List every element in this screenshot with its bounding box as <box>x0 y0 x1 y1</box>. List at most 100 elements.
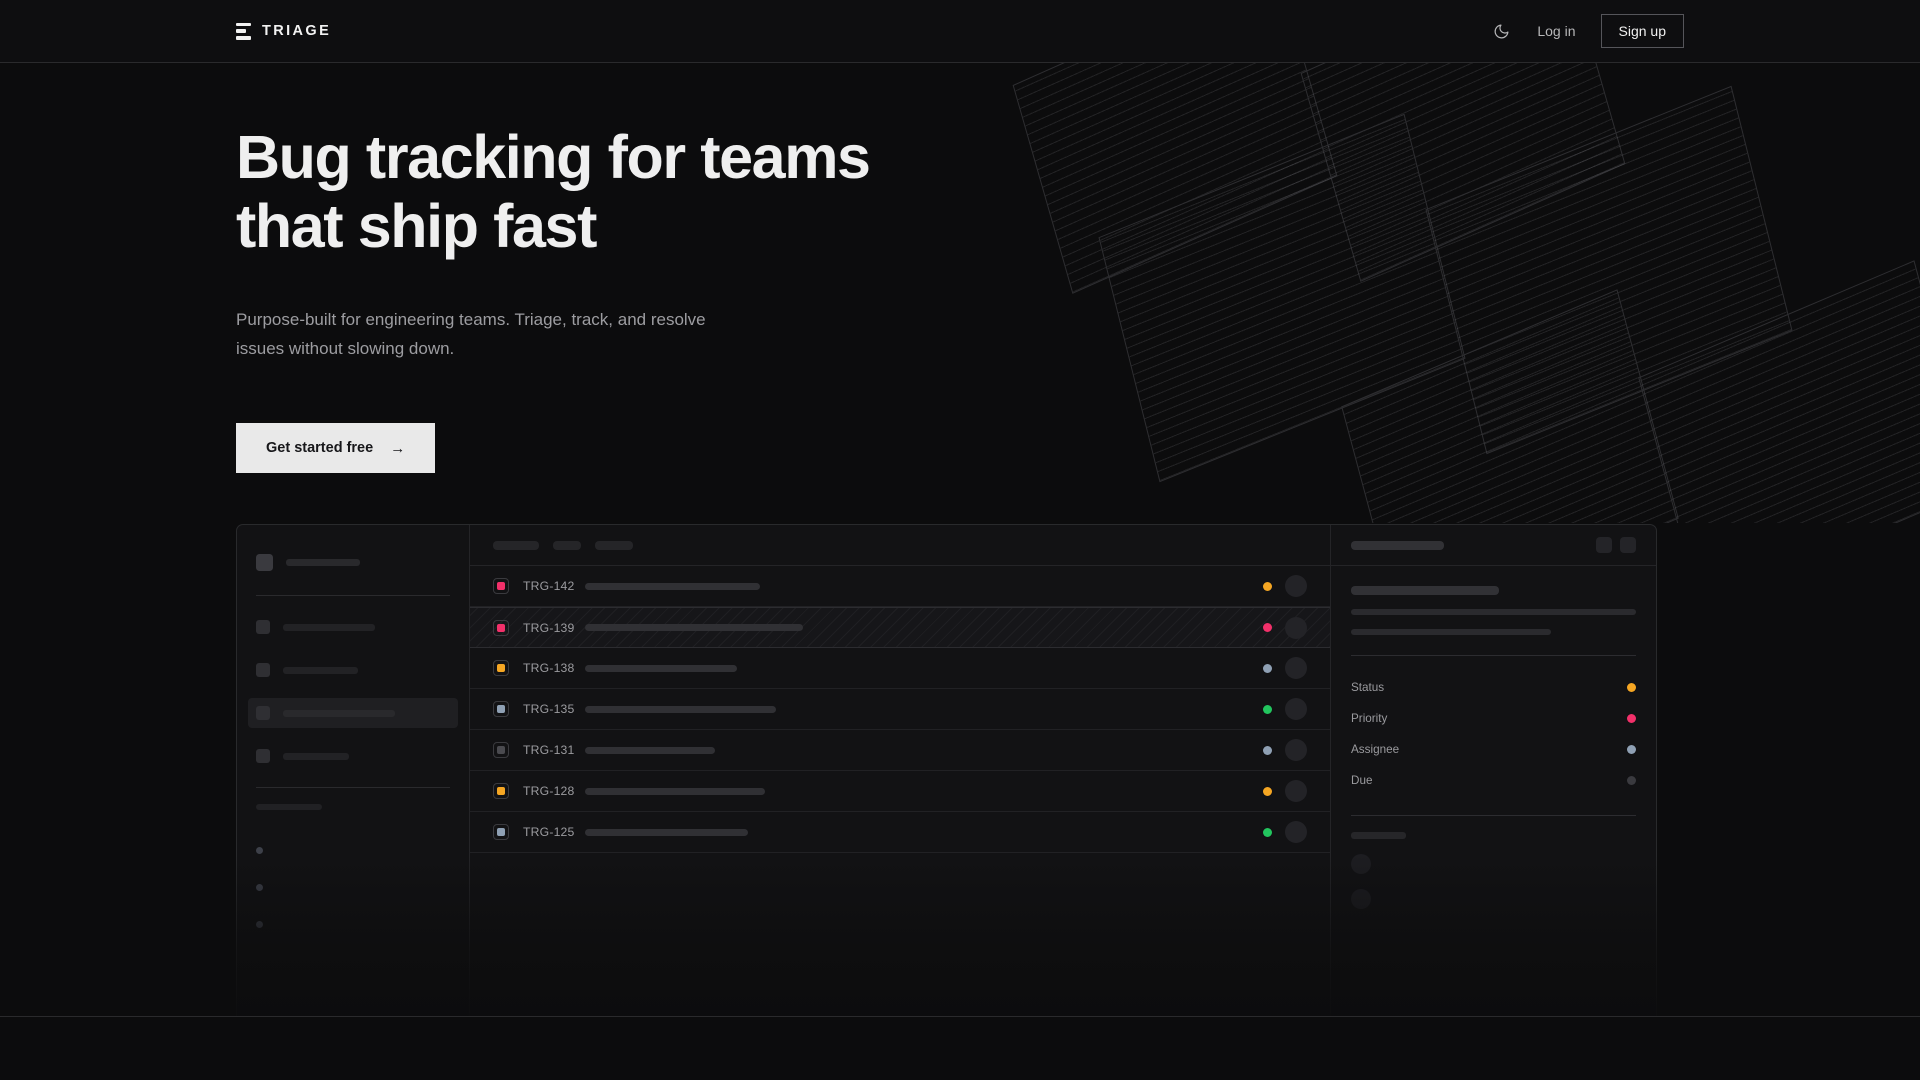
row-meta <box>1263 821 1307 843</box>
detail-panel-header <box>1331 525 1656 566</box>
sidebar-project-item[interactable] <box>256 869 450 906</box>
sidebar-item-0[interactable] <box>248 612 458 642</box>
project-dot-icon <box>256 921 263 928</box>
divider <box>256 787 450 788</box>
avatar <box>1285 821 1307 843</box>
detail-text-skeleton <box>1351 629 1551 635</box>
detail-section-label-skeleton <box>1351 832 1406 839</box>
detail-field-due[interactable]: Due <box>1351 765 1636 796</box>
login-link[interactable]: Log in <box>1537 23 1576 39</box>
issue-id: TRG-139 <box>523 620 575 635</box>
decor-panel <box>1425 85 1793 455</box>
detail-field-value-dot <box>1627 745 1636 754</box>
table-row[interactable]: TRG-139 <box>470 607 1330 648</box>
sidebar-item-label-skeleton <box>283 709 395 717</box>
priority-swatch <box>497 787 505 795</box>
sidebar-item-icon <box>256 706 270 720</box>
status-badge <box>1263 623 1272 632</box>
table-row[interactable]: TRG-138 <box>470 648 1330 689</box>
issue-id: TRG-131 <box>523 743 575 757</box>
sidebar-item-label-skeleton <box>283 623 375 631</box>
detail-header-button[interactable] <box>1620 537 1636 553</box>
sidebar-item-label-skeleton <box>283 666 358 674</box>
issue-id: TRG-135 <box>523 702 575 716</box>
issue-id: TRG-125 <box>523 825 575 839</box>
priority-swatch <box>497 746 505 754</box>
priority-icon <box>493 701 509 717</box>
priority-swatch <box>497 582 505 590</box>
divider <box>1351 815 1636 816</box>
detail-field-assignee[interactable]: Assignee <box>1351 734 1636 765</box>
priority-icon <box>493 742 509 758</box>
workspace-icon <box>256 553 273 571</box>
row-meta <box>1263 739 1307 761</box>
sidebar-item-2[interactable] <box>248 698 458 728</box>
status-badge <box>1263 745 1272 755</box>
workspace-label-skeleton <box>286 558 360 566</box>
issue-id: TRG-142 <box>523 579 575 593</box>
avatar <box>1285 698 1307 720</box>
detail-title-skeleton <box>1351 540 1444 550</box>
status-badge <box>1263 827 1272 837</box>
table-row[interactable]: TRG-135 <box>470 689 1330 730</box>
table-row[interactable]: TRG-131 <box>470 730 1330 771</box>
issue-title-skeleton <box>585 828 748 836</box>
priority-swatch <box>497 623 505 632</box>
signup-button[interactable]: Sign up <box>1600 14 1684 48</box>
filter-chip[interactable] <box>553 540 581 550</box>
detail-field-value-dot <box>1627 714 1636 723</box>
detail-field-label: Due <box>1351 774 1373 787</box>
sidebar-project-item[interactable] <box>256 906 450 943</box>
sidebar-item-icon <box>256 620 270 634</box>
project-dot-icon <box>256 884 263 891</box>
decor-panel <box>1638 260 1920 523</box>
issue-title-skeleton <box>585 664 737 672</box>
decor-panel <box>1300 63 1626 282</box>
issue-list-toolbar <box>470 525 1330 566</box>
table-row[interactable]: TRG-128 <box>470 771 1330 812</box>
sidebar-item-label-skeleton <box>283 752 349 760</box>
sidebar-item-1[interactable] <box>248 655 458 685</box>
issue-id: TRG-128 <box>523 784 575 798</box>
priority-swatch <box>497 828 505 836</box>
avatar <box>1285 575 1307 597</box>
detail-text-skeleton <box>1351 609 1636 615</box>
detail-field-priority[interactable]: Priority <box>1351 703 1636 734</box>
issue-title-skeleton <box>585 746 715 754</box>
row-meta <box>1263 575 1307 597</box>
decor-panel <box>1098 113 1466 483</box>
divider <box>1351 655 1636 656</box>
sidebar-item-3[interactable] <box>248 741 458 771</box>
priority-icon <box>493 578 509 594</box>
detail-field-status[interactable]: Status <box>1351 672 1636 703</box>
get-started-button[interactable]: Get started free → <box>236 423 436 474</box>
row-meta <box>1263 657 1307 679</box>
decor-panel <box>1341 289 1679 523</box>
filter-chip[interactable] <box>595 540 633 550</box>
section-divider <box>0 1016 1920 1017</box>
brand-logo[interactable]: TRIAGE <box>236 22 331 40</box>
table-row[interactable]: TRG-142 <box>470 566 1330 607</box>
moon-icon[interactable] <box>1490 20 1512 42</box>
detail-heading-skeleton <box>1351 586 1499 595</box>
arrow-right-icon: → <box>390 439 406 457</box>
status-badge <box>1263 663 1272 673</box>
sidebar-item-icon <box>256 749 270 763</box>
sidebar-project-item[interactable] <box>256 832 450 869</box>
avatar <box>1351 854 1371 874</box>
row-meta <box>1263 780 1307 802</box>
filter-chip[interactable] <box>493 540 539 550</box>
mock-sidebar <box>237 525 470 1016</box>
issue-title-skeleton <box>585 787 765 795</box>
stacked-bars-icon <box>236 22 251 40</box>
avatar <box>1285 739 1307 761</box>
detail-header-button[interactable] <box>1596 537 1612 553</box>
table-row[interactable]: TRG-125 <box>470 812 1330 853</box>
sidebar-item-icon <box>256 663 270 677</box>
detail-field-value-dot <box>1627 776 1636 785</box>
issue-title-skeleton <box>585 582 760 590</box>
